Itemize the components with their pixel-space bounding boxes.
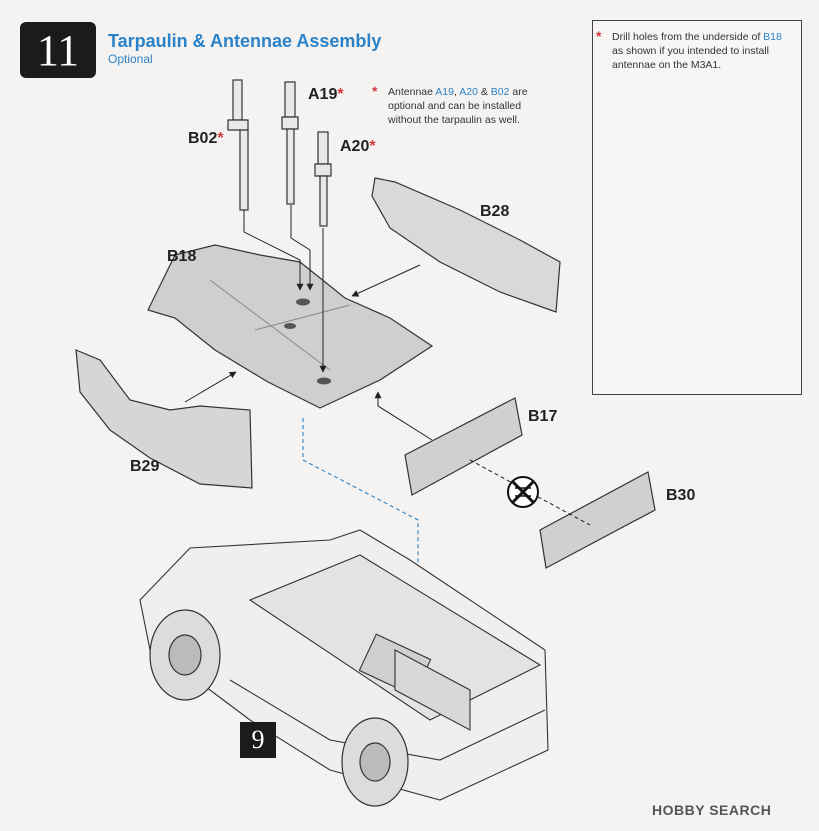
label-b29: B29 xyxy=(130,458,160,475)
label-b28: B28 xyxy=(480,203,510,220)
label-a20: A20* xyxy=(340,138,376,155)
step-title: Tarpaulin & Antennae Assembly xyxy=(108,31,382,51)
reference-step-badge: 9 xyxy=(240,722,276,758)
note-optional-antennae: * Antennae A19, A20 & B02 are optional a… xyxy=(372,83,528,126)
watermark: HOBBY SEARCH xyxy=(652,802,772,818)
tarp-b28-part xyxy=(371,177,561,313)
tarp-b29-part xyxy=(75,349,253,489)
label-b30: B30 xyxy=(666,487,696,504)
antenna-b02-part xyxy=(227,79,249,211)
front-wheel xyxy=(149,609,221,701)
label-b18: B18 xyxy=(167,248,197,265)
do-not-glue-icon xyxy=(507,476,539,508)
label-a19: A19* xyxy=(308,86,344,103)
scout-car-vehicle xyxy=(139,529,549,801)
antenna-a19-part xyxy=(281,81,299,205)
tarp-b30-part xyxy=(539,471,656,569)
inset-detail-panel xyxy=(592,20,802,395)
tarp-b17-part xyxy=(404,397,523,496)
step-number-badge: 11 xyxy=(20,22,96,78)
label-b17: B17 xyxy=(528,408,558,425)
antenna-a20-part xyxy=(314,131,332,227)
note-drill-holes: * Drill holes from the underside of B18 … xyxy=(596,28,782,71)
label-b02: B02* xyxy=(188,130,224,147)
rear-wheel xyxy=(341,717,409,807)
step-subtitle: Optional xyxy=(108,52,153,66)
